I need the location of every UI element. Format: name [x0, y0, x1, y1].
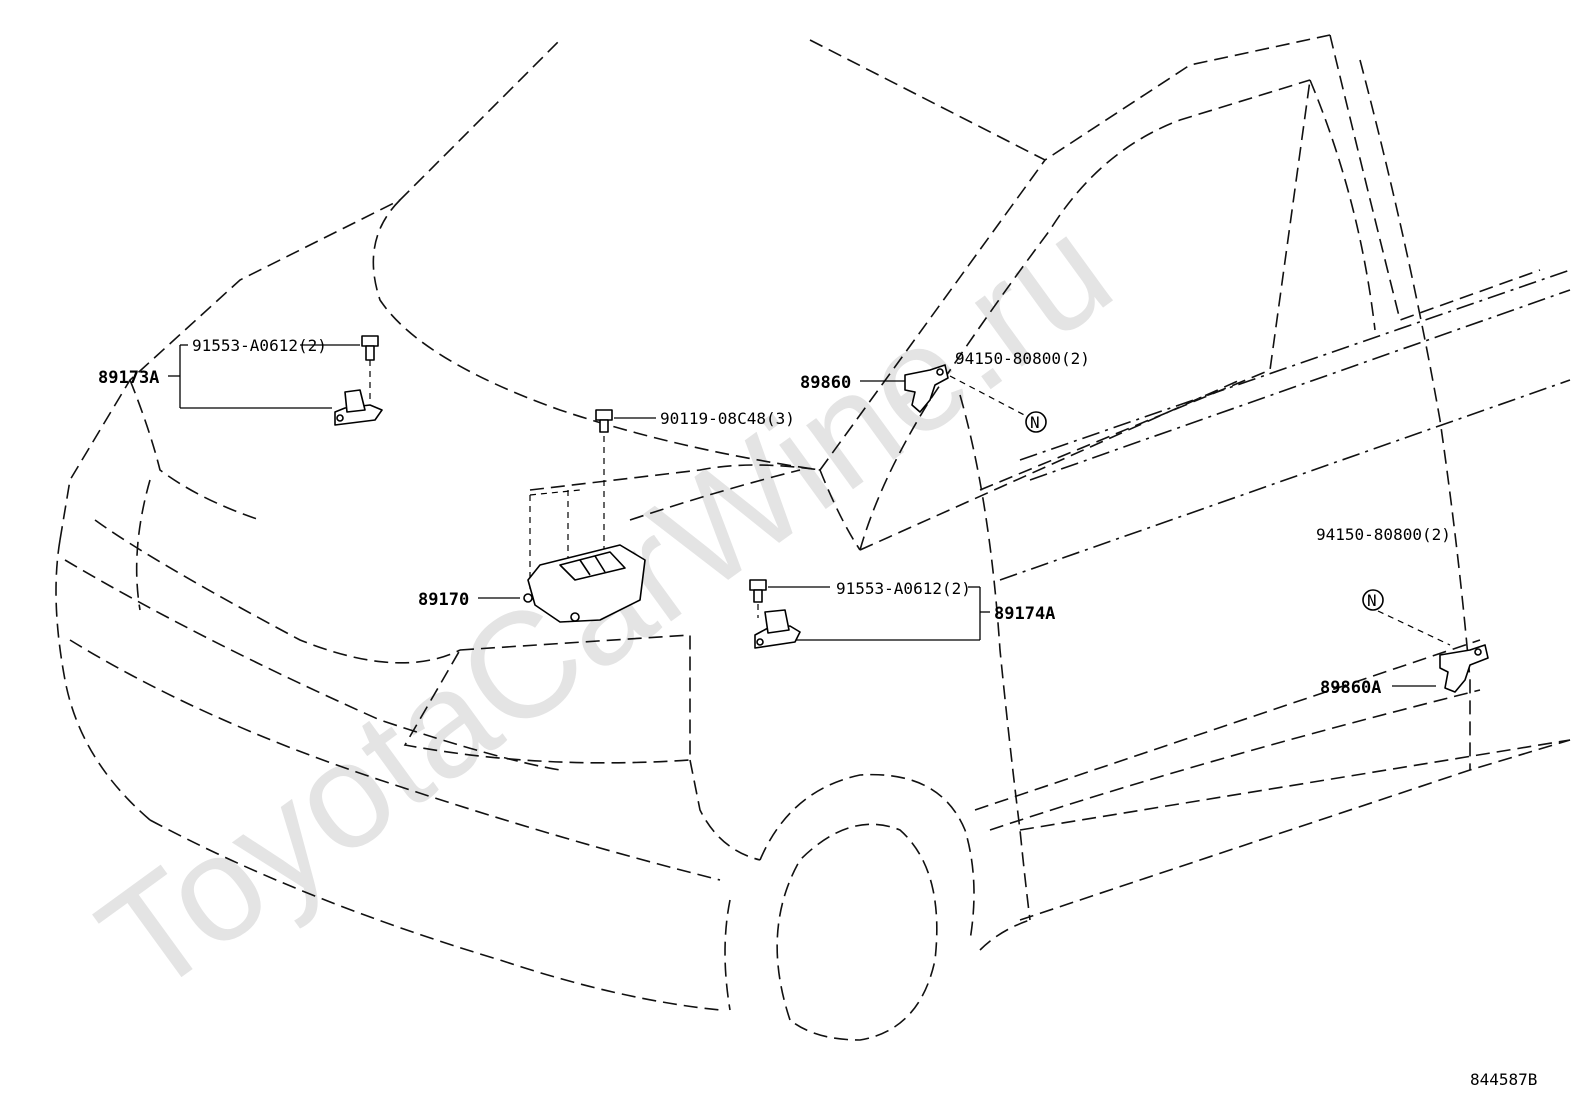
side-sensor-icon: [1439, 644, 1489, 693]
side-sensor-icon: [904, 364, 949, 413]
bolt-icon: [595, 409, 613, 433]
center-module-label: 89170: [418, 590, 469, 610]
side-sensor-front-group: N 94150-80800(2) 89860: [800, 349, 1090, 433]
airbag-module-icon: [523, 544, 646, 623]
svg-text:N: N: [1030, 413, 1040, 432]
side-sensor-front-label: 89860: [800, 373, 851, 393]
center-module-group: 90119-08C48(3) 89170: [418, 409, 795, 623]
sensor-icon: [334, 389, 383, 426]
bolt-front-right-label: 91553-A0612(2): [836, 579, 971, 598]
nut-front-label: 94150-80800(2): [955, 349, 1090, 368]
nut-rear-label: 94150-80800(2): [1316, 525, 1451, 544]
bolt-front-left-label: 91553-A0612(2): [192, 336, 327, 355]
side-sensor-rear-label: 89860A: [1320, 678, 1381, 698]
front-sensor-left-group: 91553-A0612(2) 89173A: [98, 335, 383, 426]
diagram-ref-number: 844587B: [1470, 1070, 1537, 1089]
svg-text:N: N: [1367, 591, 1377, 610]
nut-icon: N: [1025, 411, 1047, 433]
bolt-icon: [749, 579, 767, 603]
sensor-icon: [754, 609, 801, 649]
side-sensor-rear-group: N 94150-80800(2) 89860A: [1316, 525, 1489, 698]
front-sensor-right-label: 89174A: [994, 604, 1055, 624]
vehicle-outline: [55, 34, 1571, 1041]
front-sensor-left-label: 89173A: [98, 368, 159, 388]
nut-icon: N: [1362, 589, 1384, 611]
bolt-icon: [361, 335, 379, 361]
front-sensor-right-group: 91553-A0612(2) 89174A: [749, 579, 1055, 649]
bolt-center-label: 90119-08C48(3): [660, 409, 795, 428]
